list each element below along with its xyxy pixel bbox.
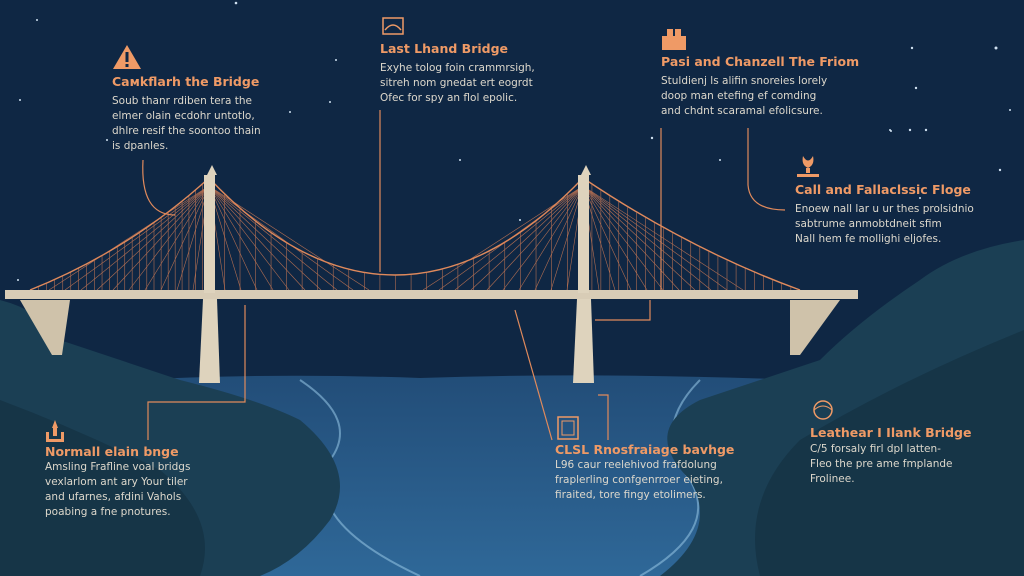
stay-cable (534, 185, 584, 291)
block-text: C/5 forsaly firl dpl latten- (810, 443, 941, 455)
stay-cable (582, 185, 680, 291)
block-text: Fleo the pre ame fmplande (810, 458, 953, 470)
block-title: Pasi and Chanzell The Friom (661, 54, 860, 69)
stay-cable (208, 185, 258, 291)
info-block-6: CLSL Rnosfraiage bavhge L96 caur reelehi… (555, 442, 734, 503)
stay-cable (208, 185, 354, 291)
stay-cable (208, 185, 274, 291)
stay-cable (208, 185, 306, 291)
tower-icon (46, 420, 64, 442)
block-text: doop man etefing ef comding (661, 90, 817, 102)
block-text: Exyhe tolog foin crammrsigh, (380, 62, 535, 74)
globe-icon (813, 400, 833, 420)
building-icon (662, 29, 686, 50)
stay-cable (582, 185, 712, 291)
stay-cable (80, 185, 210, 291)
info-block-1: Caмkflarh the Bridge Soub thanr rdiben t… (112, 74, 261, 154)
block-title: Leathear I Ilank Bridge (810, 425, 972, 440)
towers (199, 165, 594, 383)
block-text: Frolinee. (810, 473, 855, 485)
block-text: is dpanles. (112, 140, 169, 152)
stay-cable (502, 185, 584, 291)
stay-cable (422, 185, 584, 291)
block-text: elmer olain ecdohr untotlo, (112, 110, 255, 122)
stay-cable (144, 185, 210, 291)
stay-cable (208, 185, 322, 291)
block-text: Stuldienj ls alifin snoreies lorely (661, 75, 828, 87)
stay-cable (582, 185, 728, 291)
block-text: Nall hem fe mollighi eljofes. (795, 233, 942, 245)
block-text: poabing a fne pnotures. (45, 506, 171, 518)
block-text: L96 caur reelehivod frafdolung (555, 459, 717, 471)
block-text: fraplerling confgenrroer eieting, (555, 474, 723, 486)
stay-cable (128, 185, 210, 291)
block-text: sabtrume anmobtdneit sfim (795, 218, 942, 230)
block-title: Last Lhand Bridge (380, 41, 509, 56)
info-block-7: Leathear I Ilank Bridge C/5 forsaly firl… (810, 425, 971, 487)
trophy-icon (797, 156, 819, 177)
block-title: Call and Fallaclssic Floge (795, 182, 971, 197)
stay-cable (48, 185, 210, 291)
connector-lines (142, 110, 786, 441)
info-block-4: Call and Fallaclssic Floge Enoew nall la… (795, 182, 974, 247)
info-block-2: Last Lhand Bridge Exyhe tolog foin cramm… (380, 41, 535, 106)
block-text: and chdnt scaramal efolicsure. (661, 105, 823, 117)
bridge-icon (382, 17, 404, 35)
block-text: sitreh nom gnedat ert eogrdt (380, 77, 533, 89)
stay-cable (438, 185, 584, 291)
block-title: Normall elain bnge (45, 444, 179, 459)
stay-cable (582, 185, 696, 291)
stay-cable (176, 185, 210, 291)
stay-cable (208, 185, 338, 291)
block-text: dhlre resif the soontoo thain (112, 125, 261, 137)
block-text: Enoew nall lar u ur thes prolsidnio (795, 203, 974, 215)
block-text: Soub thanr rdiben tera the (112, 95, 252, 107)
block-text: and ufarnes, afdini Vahols (45, 491, 182, 503)
block-text: Amsling Frafline voal bridgs (45, 461, 191, 473)
stars (17, 1, 1011, 281)
stay-cable (208, 185, 290, 291)
bridge-deck (5, 290, 858, 299)
stay-cable (112, 185, 210, 291)
stay-cable (486, 185, 584, 291)
block-title: CLSL Rnosfraiage bavhge (555, 442, 735, 457)
stay-cable (582, 185, 648, 291)
stay-cable (518, 185, 584, 291)
warning-icon (113, 45, 141, 69)
stay-cable (208, 185, 370, 291)
block-title: Caмkflarh the Bridge (112, 74, 260, 89)
stay-cable (582, 185, 664, 291)
block-text: vexlarlom ant ary Your tiler (45, 476, 188, 488)
stay-cable (582, 185, 632, 291)
stay-cable (96, 185, 210, 291)
stay-cable (64, 185, 210, 291)
block-text: Ofec for spy an flol epolic. (380, 92, 518, 104)
blueprint-icon (557, 416, 579, 440)
stay-cable (470, 185, 584, 291)
stay-cable (550, 185, 584, 291)
stay-cable (454, 185, 584, 291)
info-block-5: Normall elain bnge Amsling Frafline voal… (45, 444, 190, 520)
main-cables (29, 177, 801, 291)
stay-cable (160, 185, 210, 291)
info-block-3: Pasi and Chanzell The Friom Stuldienj ls… (661, 54, 859, 119)
block-text: firaited, tore fingy etolimers. (555, 489, 706, 501)
stay-cable (582, 185, 744, 291)
